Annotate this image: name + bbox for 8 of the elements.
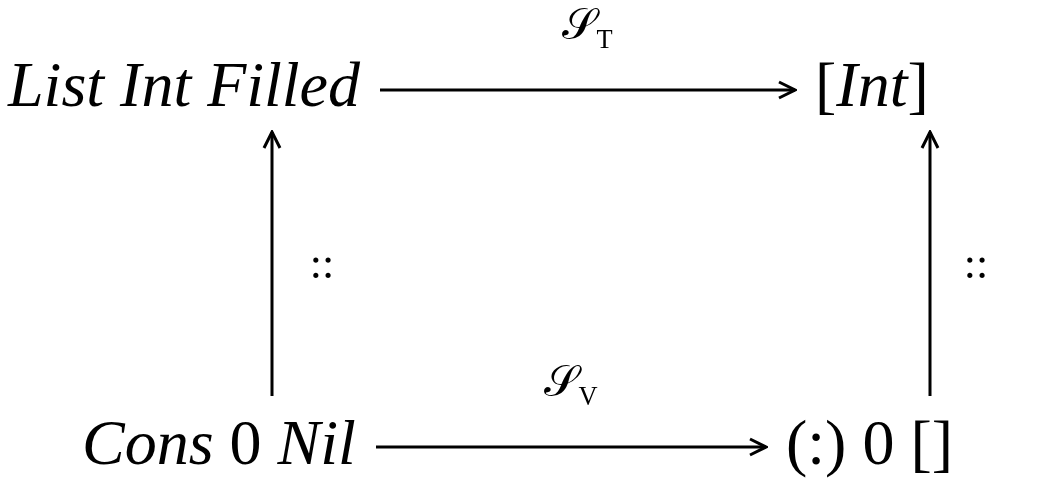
arrow	[380, 80, 797, 100]
arrow	[376, 437, 768, 457]
arrow	[920, 130, 940, 396]
arrow	[262, 130, 282, 396]
math-expression: Cons 0 Nil	[82, 408, 356, 479]
math-expression: List Int Filled	[8, 50, 360, 121]
math-expression: [Int]	[815, 50, 929, 121]
math-expression: (:) 0 []	[786, 408, 954, 479]
